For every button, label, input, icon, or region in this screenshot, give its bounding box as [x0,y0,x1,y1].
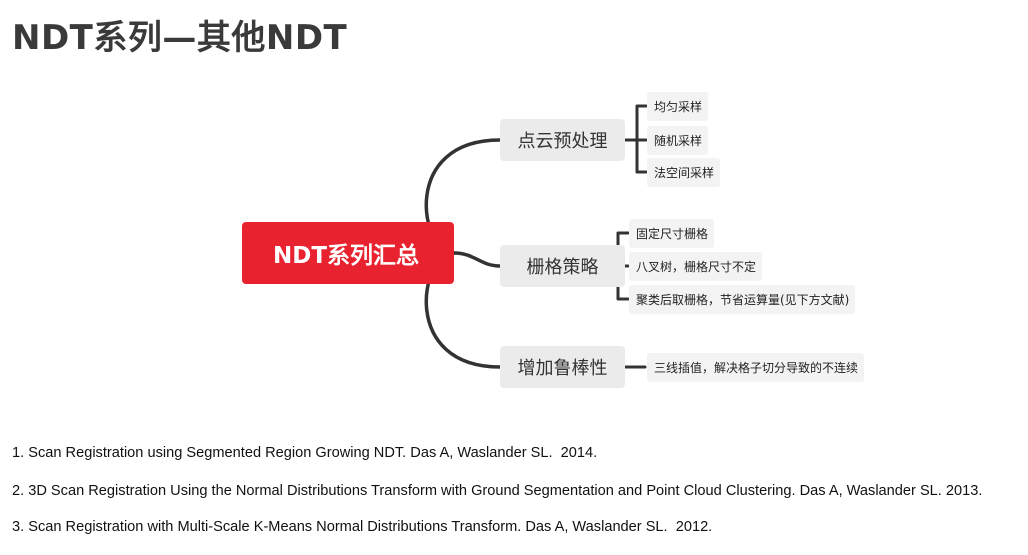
leaf-octree[interactable]: 八叉树，栅格尺寸不定 [629,252,763,281]
reference-item: 1. Scan Registration using Segmented Reg… [12,445,598,461]
connector-preprocess-leaves [623,104,648,174]
connector-root-to-grid [452,251,502,268]
leaf-uniform-sampling[interactable]: 均匀采样 [647,92,709,121]
leaf-normal-space-sampling[interactable]: 法空间采样 [647,158,721,187]
leaf-trilinear-interpolation[interactable]: 三线插值，解决格子切分导致的不连续 [647,353,865,382]
branch-robustness[interactable]: 增加鲁棒性 [500,346,625,388]
reference-item: 3. Scan Registration with Multi-Scale K-… [12,519,713,535]
leaf-fixed-size-grid[interactable]: 固定尺寸栅格 [629,219,715,248]
leaf-random-sampling[interactable]: 随机采样 [647,126,709,155]
root-node[interactable]: NDT系列汇总 [242,222,454,284]
branch-grid-strategy[interactable]: 栅格策略 [500,245,625,287]
reference-item: 2. 3D Scan Registration Using the Normal… [12,483,983,499]
page-title: NDT系列—其他NDT [12,18,348,58]
leaf-cluster-grid[interactable]: 聚类后取栅格，节省运算量(见下方文献) [629,285,856,314]
branch-preprocess[interactable]: 点云预处理 [500,119,625,161]
